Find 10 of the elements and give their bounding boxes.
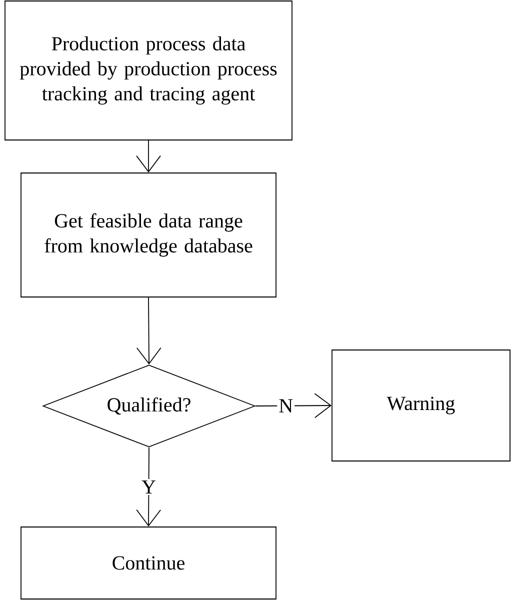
edge-label: N [277, 398, 295, 414]
arrow [255, 393, 332, 418]
process-box: Get feasible data range from knowledge database [20, 172, 276, 298]
process-box: Continue [20, 526, 276, 600]
process-box: Production process data provided by production process tracking and tracing agent [4, 0, 292, 140]
edge-label: Y [140, 478, 158, 496]
arrow [136, 140, 161, 173]
arrow [136, 297, 162, 365]
process-box: Warning [332, 350, 510, 462]
arrow [136, 447, 162, 527]
